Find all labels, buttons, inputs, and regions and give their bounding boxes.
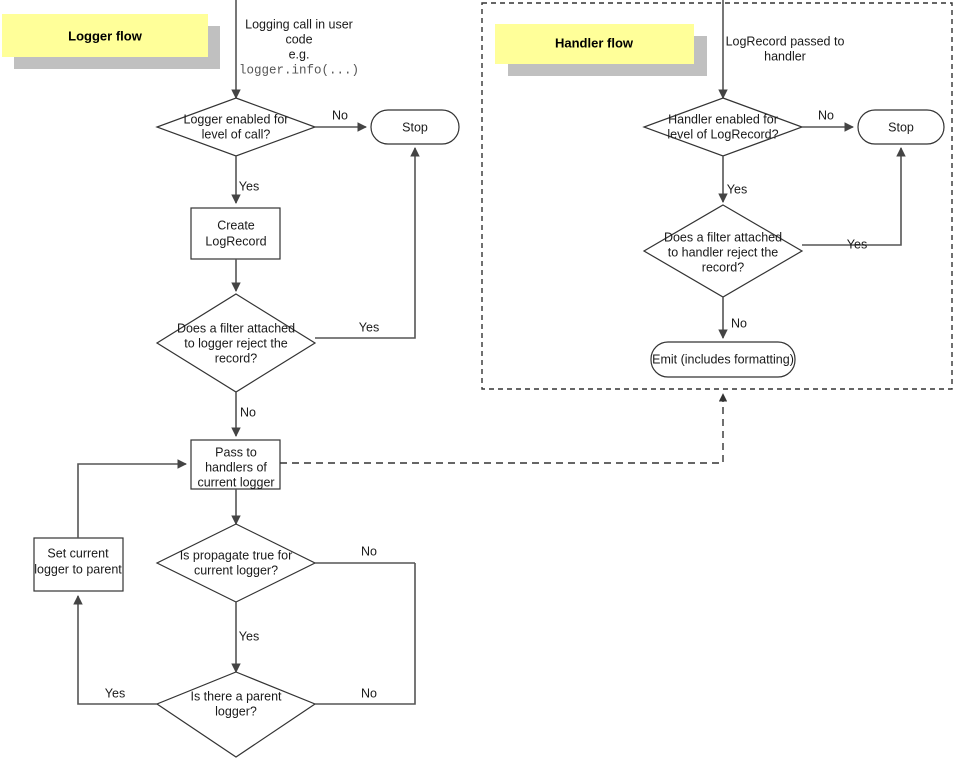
node-logger-enabled[interactable]: Logger enabled for level of call? bbox=[155, 97, 317, 157]
edge-label-logger-filter-no: No bbox=[240, 405, 256, 419]
node-logger-enabled-line2: level of call? bbox=[202, 127, 271, 141]
node-stop-logger-label: Stop bbox=[402, 120, 428, 134]
handler-entry-line2: handler bbox=[764, 49, 806, 63]
handler-flow-title-text: Handler flow bbox=[555, 35, 634, 50]
node-handler-enabled-line1: Handler enabled for bbox=[668, 112, 778, 126]
node-stop-logger[interactable]: Stop bbox=[370, 109, 460, 145]
node-has-parent-line1: Is there a parent bbox=[190, 689, 282, 703]
edge-label-logger-enabled-no: No bbox=[332, 108, 348, 122]
node-pass-to-handlers-line1: Pass to bbox=[215, 445, 257, 459]
handler-flow-title: Handler flow bbox=[495, 24, 707, 76]
node-set-parent-line1: Set current bbox=[47, 546, 109, 560]
node-handler-filter-line1: Does a filter attached bbox=[664, 230, 782, 244]
node-emit-label: Emit (includes formatting) bbox=[652, 352, 794, 366]
node-has-parent[interactable]: Is there a parent logger? bbox=[155, 671, 317, 758]
logger-entry-annotation: Logging call in user code e.g. logger.in… bbox=[239, 17, 359, 77]
node-logger-filter[interactable]: Does a filter attached to logger reject … bbox=[155, 293, 317, 393]
logger-entry-line2: code bbox=[285, 32, 312, 46]
node-set-parent-line2: logger to parent bbox=[34, 562, 122, 576]
node-pass-to-handlers[interactable]: Pass to handlers of current logger bbox=[190, 439, 281, 490]
edge-has-parent-yes bbox=[73, 595, 157, 705]
node-stop-logger-shape bbox=[370, 109, 460, 145]
node-create-logrecord[interactable]: Create LogRecord bbox=[190, 207, 281, 260]
edge-logger-filter-yes bbox=[315, 147, 420, 339]
edge-label-handler-enabled-yes: Yes bbox=[727, 182, 747, 196]
node-stop-handler-shape bbox=[857, 109, 945, 145]
node-emit[interactable]: Emit (includes formatting) bbox=[650, 341, 796, 378]
node-handler-filter[interactable]: Does a filter attached to handler reject… bbox=[642, 204, 804, 298]
node-set-parent-shape bbox=[33, 537, 124, 592]
node-has-parent-line2: logger? bbox=[215, 704, 257, 718]
handler-entry-annotation: LogRecord passed to handler bbox=[726, 34, 845, 63]
logger-entry-line3: e.g. bbox=[289, 47, 310, 61]
handler-flow-group-border bbox=[481, 2, 953, 390]
node-is-propagate-line2: current logger? bbox=[194, 563, 278, 577]
handler-entry-line1: LogRecord passed to bbox=[726, 34, 845, 48]
logger-flow-title: Logger flow bbox=[2, 14, 220, 69]
logger-entry-code: logger.info(...) bbox=[239, 63, 359, 77]
edge-label-propagate-no: No bbox=[361, 544, 377, 558]
node-logger-filter-line3: record? bbox=[215, 351, 257, 365]
edge-has-parent-no bbox=[315, 563, 416, 705]
node-logger-enabled-line1: Logger enabled for bbox=[184, 112, 289, 126]
edge-handler-filter-yes bbox=[802, 147, 906, 246]
node-emit-shape bbox=[650, 341, 796, 378]
logger-entry-line1: Logging call in user bbox=[245, 17, 353, 31]
node-logger-filter-line1: Does a filter attached bbox=[177, 321, 295, 335]
logger-flow-title-text: Logger flow bbox=[68, 28, 143, 43]
node-pass-to-handlers-shape bbox=[190, 439, 281, 490]
node-create-logrecord-shape bbox=[190, 207, 281, 260]
node-stop-handler[interactable]: Stop bbox=[857, 109, 945, 145]
edge-label-handler-filter-yes: Yes bbox=[847, 237, 867, 251]
node-create-logrecord-line1: Create bbox=[217, 218, 255, 232]
edge-label-logger-enabled-yes: Yes bbox=[239, 179, 259, 193]
handler-flow-title-plate bbox=[495, 24, 694, 64]
edge-set-parent-to-pass bbox=[77, 459, 187, 538]
node-is-propagate[interactable]: Is propagate true for current logger? bbox=[155, 523, 317, 603]
node-handler-filter-line3: record? bbox=[702, 260, 744, 274]
node-is-propagate-line1: Is propagate true for bbox=[180, 548, 293, 562]
node-handler-enabled-line2: level of LogRecord? bbox=[667, 127, 778, 141]
edge-label-logger-filter-yes: Yes bbox=[359, 320, 379, 334]
node-handler-enabled[interactable]: Handler enabled for level of LogRecord? bbox=[642, 97, 804, 157]
edge-label-has-parent-yes: Yes bbox=[105, 686, 125, 700]
edge-label-propagate-yes: Yes bbox=[239, 629, 259, 643]
node-create-logrecord-line2: LogRecord bbox=[205, 234, 266, 248]
node-logger-filter-line2: to logger reject the bbox=[184, 336, 288, 350]
node-pass-to-handlers-line3: current logger bbox=[197, 475, 274, 489]
node-set-parent[interactable]: Set current logger to parent bbox=[33, 537, 124, 592]
node-pass-to-handlers-line2: handlers of bbox=[205, 460, 267, 474]
node-handler-filter-line2: to handler reject the bbox=[668, 245, 779, 259]
edge-label-has-parent-no: No bbox=[361, 686, 377, 700]
edge-label-handler-enabled-no: No bbox=[818, 108, 834, 122]
edge-label-handler-filter-no: No bbox=[731, 316, 747, 330]
node-has-parent-diamond bbox=[155, 671, 317, 758]
edge-pass-to-handler-flow-dashed bbox=[280, 393, 728, 464]
node-stop-handler-label: Stop bbox=[888, 120, 914, 134]
logger-flow-title-plate bbox=[2, 14, 208, 57]
